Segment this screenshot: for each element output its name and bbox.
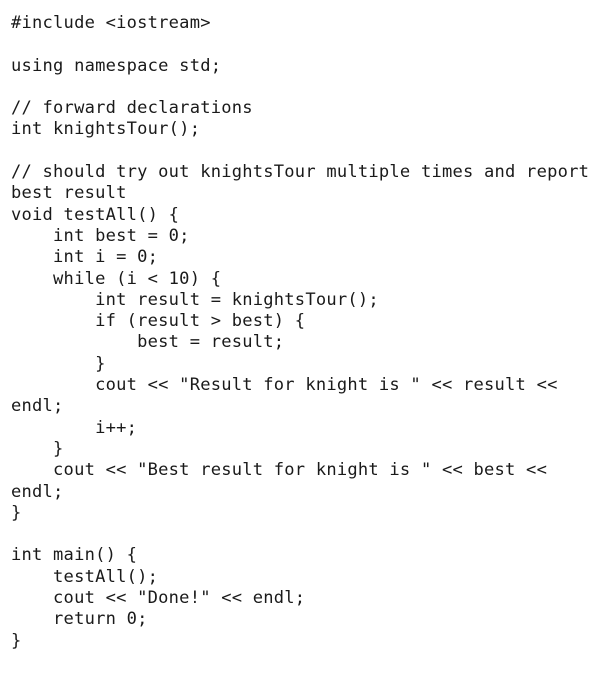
code-line: } bbox=[11, 630, 22, 651]
code-line: int main() { bbox=[11, 545, 138, 566]
code-line: int knightsTour(); bbox=[11, 119, 201, 140]
code-line: best = result; bbox=[11, 332, 285, 353]
code-line: #include <iostream> bbox=[11, 13, 211, 33]
code-blank-line bbox=[11, 34, 596, 55]
code-line: } bbox=[11, 502, 22, 523]
code-line: cout << "Result for knight is " << resul… bbox=[11, 375, 569, 417]
code-blank-line bbox=[11, 141, 596, 162]
code-line: if (result > best) { bbox=[11, 311, 306, 332]
code-line: int best = 0; bbox=[11, 225, 190, 246]
code-line: cout << "Done!" << endl; bbox=[11, 588, 306, 609]
code-line: using namespace std; bbox=[11, 55, 222, 76]
code-line: } bbox=[11, 438, 64, 459]
code-line: return 0; bbox=[11, 609, 148, 630]
code-line: cout << "Best result for knight is " << … bbox=[11, 460, 558, 502]
code-blank-line bbox=[11, 77, 596, 98]
code-line: i++; bbox=[11, 417, 138, 438]
code-line: // should try out knightsTour multiple t… bbox=[11, 162, 600, 204]
code-line: int i = 0; bbox=[11, 247, 159, 268]
code-blank-line bbox=[11, 524, 596, 545]
code-line: testAll(); bbox=[11, 566, 159, 587]
code-line: // forward declarations bbox=[11, 98, 253, 119]
code-line: while (i < 10) { bbox=[11, 268, 222, 289]
code-listing: #include <iostream> using namespace std;… bbox=[11, 13, 596, 652]
code-line: } bbox=[11, 353, 106, 374]
code-line: int result = knightsTour(); bbox=[11, 289, 379, 310]
code-line: void testAll() { bbox=[11, 204, 180, 225]
